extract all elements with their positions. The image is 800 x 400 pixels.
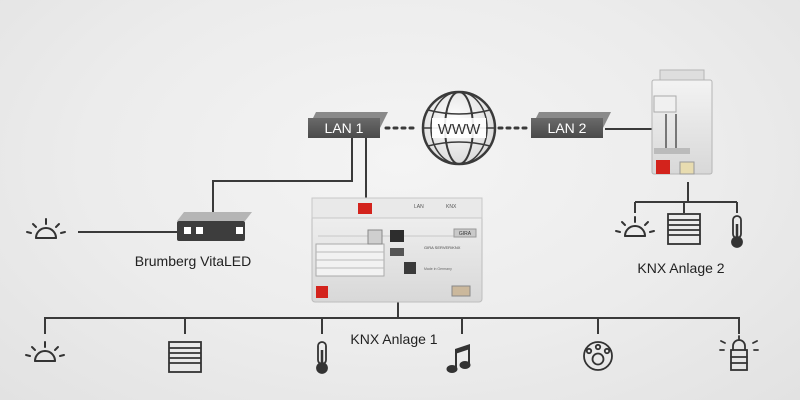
knx-server-device: LAN KNX GIRA GIRA SERVER/KNX Made in Ger… (311, 197, 483, 303)
knx1-music-note-icon (446, 344, 471, 373)
knx2-label: KNX Anlage 2 (637, 260, 724, 276)
server-knx-port-label: KNX (446, 204, 457, 210)
server-lan-port-label: LAN (414, 204, 424, 210)
lan2-label: LAN 2 (548, 120, 587, 136)
lan1-label: LAN 1 (325, 120, 364, 136)
lan2-node: LAN 2 (531, 112, 611, 138)
knx1-label: KNX Anlage 1 (350, 331, 437, 347)
server-madein-label: Made in Germany (424, 267, 452, 271)
server-brand-label: GIRA (459, 231, 472, 237)
knx1-blind-icon (168, 341, 202, 373)
lan1-to-vitaled-line (212, 138, 353, 216)
knx2-light-bulb-icon (615, 216, 655, 237)
www-globe: WWW (421, 90, 497, 166)
light-bulb-icon (26, 218, 66, 239)
knx1-alarm-siren-icon (719, 335, 759, 371)
knx1-doorbell-icon (583, 341, 613, 371)
knx1-thermometer-icon (316, 341, 328, 374)
lan1-node: LAN 1 (308, 112, 388, 138)
vitaled-label: Brumberg VitaLED (135, 253, 251, 269)
vitaled-controller (177, 212, 252, 241)
knx2-thermometer-icon (731, 215, 743, 248)
server-model-label: GIRA SERVER/KNX (424, 245, 461, 250)
knx-ip-interface-device (651, 69, 713, 175)
knx1-light-bulb-icon (25, 341, 65, 362)
connection-lines (44, 128, 740, 334)
www-label: WWW (438, 121, 481, 138)
knx2-blind-icon (667, 213, 701, 245)
